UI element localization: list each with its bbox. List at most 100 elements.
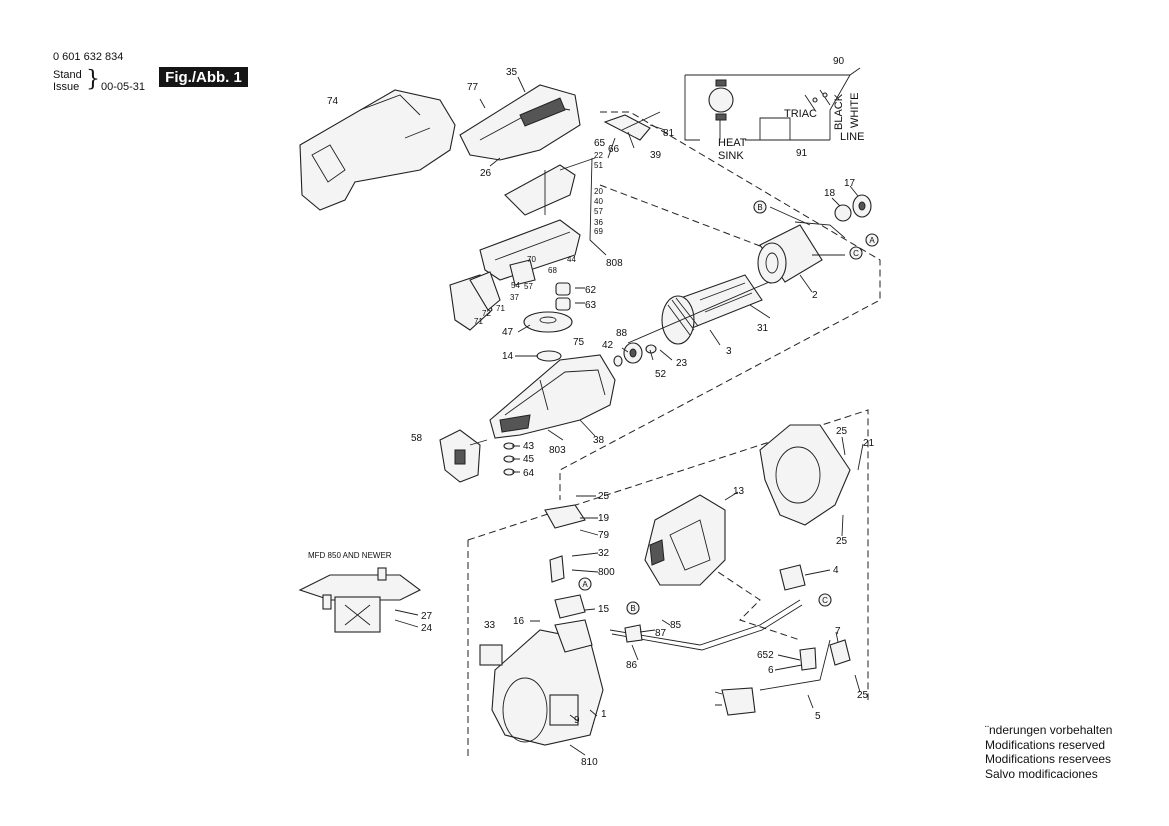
handle-housing-13: [644, 494, 726, 586]
svg-text:A: A: [582, 580, 588, 589]
note-spanish: Salvo modificaciones: [985, 766, 1098, 781]
callout-26: 26: [480, 168, 492, 179]
wiring-heat-label: HEAT: [718, 137, 747, 149]
callout-16: 16: [513, 616, 525, 627]
connector-marker-a-lower: A: [578, 577, 592, 591]
callout-70: 70: [527, 255, 536, 264]
callout-24: 24: [421, 623, 433, 634]
callout-88: 88: [616, 328, 628, 339]
callout-2: 2: [812, 290, 818, 301]
callout-42: 42: [602, 340, 614, 351]
callout-4: 4: [833, 565, 839, 576]
wiring-triac-label: TRIAC: [784, 108, 817, 120]
callout-23: 23: [676, 358, 688, 369]
callout-25-top: 25: [598, 491, 610, 502]
callout-3: 3: [726, 346, 732, 357]
callout-810: 810: [581, 757, 598, 768]
callout-54: 54: [511, 281, 520, 290]
callout-1: 1: [601, 709, 607, 720]
callout-68: 68: [548, 266, 557, 275]
modification-notes: ¨nderungen vorbehalten Modifications res…: [985, 723, 1112, 781]
note-french: Modifications reservees: [985, 752, 1112, 766]
callout-808: 808: [606, 258, 623, 269]
svg-text:B: B: [630, 604, 635, 613]
wiring-line-label: LINE: [840, 131, 864, 143]
gear-housing-808: [449, 157, 596, 331]
wiring-schematic: [684, 67, 861, 141]
callout-81: 81: [663, 128, 675, 139]
callout-27: 27: [421, 611, 433, 622]
callout-57-upper: 57: [594, 207, 603, 216]
callout-25-cord: 25: [857, 690, 869, 701]
gear-inset-mfd850: [298, 567, 422, 633]
callout-72: 72: [482, 309, 491, 318]
callout-86: 86: [626, 660, 638, 671]
svg-text:C: C: [822, 596, 828, 605]
callout-31: 31: [757, 323, 769, 334]
housing-35: [459, 84, 581, 161]
callout-800: 800: [598, 567, 615, 578]
callout-9: 9: [574, 715, 580, 726]
callout-5: 5: [815, 711, 821, 722]
callout-44: 44: [567, 255, 576, 264]
issue-date: 00-05-31: [101, 81, 146, 93]
callout-75: 75: [573, 337, 585, 348]
callout-20: 20: [594, 187, 603, 196]
callout-15: 15: [598, 604, 610, 615]
assembly-outline-upper: [559, 111, 881, 500]
callout-79: 79: [598, 530, 610, 541]
note-german: ¨nderungen vorbehalten: [985, 723, 1113, 737]
svg-text:B: B: [757, 203, 762, 212]
callout-71-right: 71: [496, 304, 505, 313]
callout-47: 47: [502, 327, 514, 338]
power-cord-5: [609, 564, 851, 716]
callout-51: 51: [594, 161, 603, 170]
stand-label: Stand: [53, 69, 82, 81]
callout-25-right-mid: 25: [836, 536, 848, 547]
motor-cover-1: [479, 629, 604, 746]
brace-glyph: }: [86, 67, 100, 92]
callout-69: 69: [594, 227, 603, 236]
callout-71-left: 71: [474, 317, 483, 326]
callout-35: 35: [506, 67, 518, 78]
armature-3: [627, 259, 821, 345]
assembly-outline-lower: [467, 409, 869, 700]
wiring-white-label: WHITE: [849, 93, 861, 128]
issue-label: Issue: [53, 81, 80, 93]
wiring-sink-label: SINK: [718, 150, 744, 162]
wiring-black-label: BLACK: [833, 93, 845, 130]
callout-57-lower: 57: [524, 282, 533, 291]
callout-87: 87: [655, 628, 667, 639]
callout-6: 6: [768, 665, 774, 676]
cable-route-line: [699, 559, 801, 641]
callout-803: 803: [549, 445, 566, 456]
connector-marker-b-lower: B: [626, 601, 640, 615]
callout-65: 65: [594, 138, 606, 149]
callout-74: 74: [327, 96, 339, 107]
callout-17: 17: [844, 178, 856, 189]
field-coil-2: [757, 206, 846, 284]
callout-7: 7: [835, 626, 841, 637]
callout-63: 63: [585, 300, 597, 311]
connector-marker-c-lower: C: [818, 593, 832, 607]
callout-19: 19: [598, 513, 610, 524]
callout-38: 38: [593, 435, 605, 446]
note-english: Modifications reserved: [985, 737, 1106, 752]
callout-90: 90: [833, 56, 845, 67]
callout-25-right-top: 25: [836, 426, 848, 437]
gear-case-803: [489, 354, 616, 439]
connector-marker-b-top: B: [753, 200, 767, 214]
callout-66: 66: [608, 144, 620, 155]
callout-45: 45: [523, 454, 535, 465]
bushings-62-63: [555, 282, 571, 311]
bearing-17-18: [834, 194, 872, 222]
callout-14: 14: [502, 351, 514, 362]
svg-text:A: A: [869, 236, 875, 245]
callout-39: 39: [650, 150, 662, 161]
callout-58: 58: [411, 433, 423, 444]
callout-32: 32: [598, 548, 610, 559]
bearing-88: [613, 342, 657, 367]
connector-marker-c-top: C: [849, 246, 863, 260]
callout-85: 85: [670, 620, 682, 631]
handle-cover-74: [299, 89, 456, 211]
